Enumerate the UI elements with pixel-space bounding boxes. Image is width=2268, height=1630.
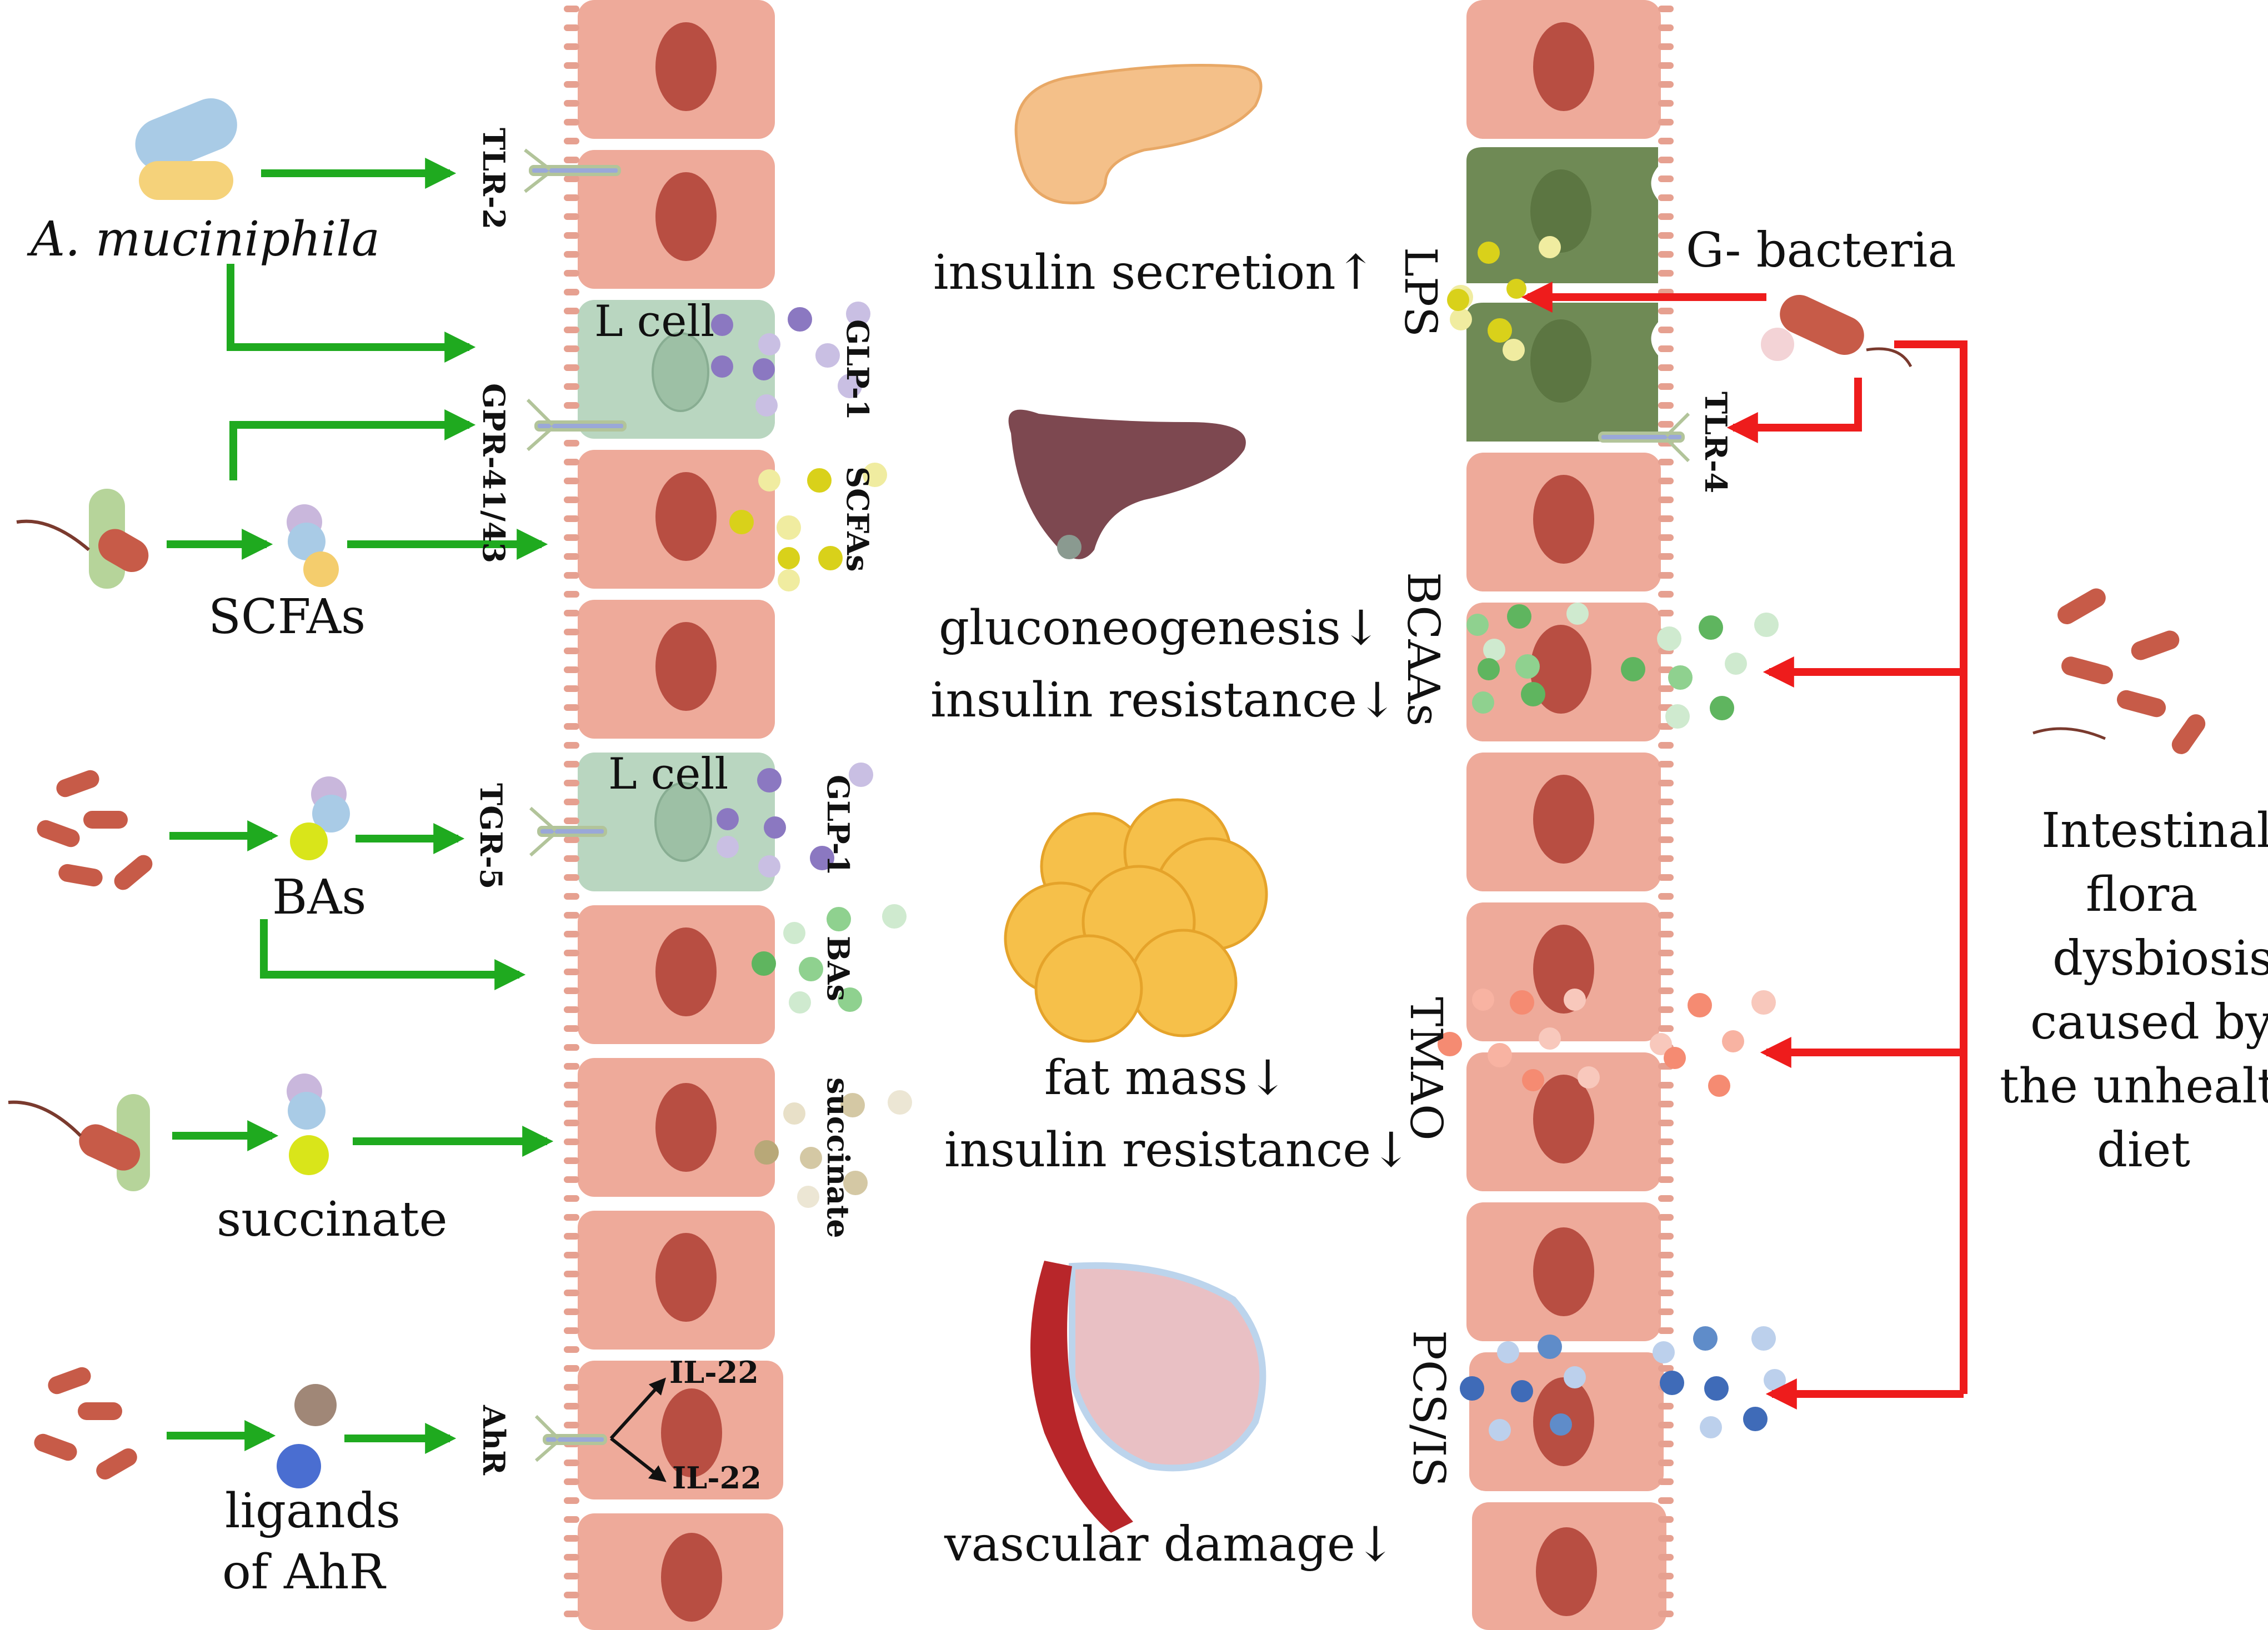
succinate-label: succinate bbox=[217, 1192, 447, 1247]
enterocyte-7 bbox=[578, 1211, 775, 1350]
ligands-label-line2: of AhR bbox=[222, 1544, 386, 1600]
succinate-molecule-icon bbox=[287, 1074, 329, 1175]
il22-arrows bbox=[609, 1377, 667, 1482]
enterocyte-r1 bbox=[1466, 0, 1661, 139]
insulin-secretion-text: insulin secretion↑ bbox=[933, 245, 1376, 300]
arrow-scfa-gpr bbox=[229, 409, 476, 480]
succinate-secreted-label: succinate bbox=[820, 1077, 856, 1238]
scfa-dots bbox=[729, 463, 887, 591]
pancreas-icon bbox=[1014, 64, 1263, 205]
akk-bacteria-icon bbox=[135, 98, 237, 200]
l-cell-mid: L cell bbox=[578, 749, 775, 891]
akk-label: A. muciniphila bbox=[27, 212, 380, 267]
gluconeogenesis-text: gluconeogenesis↓ bbox=[939, 600, 1381, 656]
bas-molecule-icon bbox=[290, 776, 350, 860]
g-bacteria-label: G- bacteria bbox=[1686, 223, 1956, 278]
enterocyte-3 bbox=[578, 450, 775, 589]
enterocyte-r6 bbox=[1466, 1052, 1661, 1191]
dysbiosis-text: Intestinal flora dysbiosis caused by the… bbox=[2000, 803, 2268, 1178]
arrow-bacteria-tlr4 bbox=[1726, 378, 1862, 443]
pcs-is-label: PCS/IS bbox=[1403, 1330, 1455, 1487]
enterocyte-r5 bbox=[1466, 902, 1661, 1041]
il22-label-a: IL-22 bbox=[669, 1355, 759, 1390]
green-arrows bbox=[167, 158, 554, 1454]
enterocyte-9 bbox=[578, 1513, 783, 1630]
tlr2-receptor-icon bbox=[524, 148, 621, 193]
dysbiosis-line-4: caused by bbox=[2030, 995, 2268, 1050]
dysbiosis-line-1: Intestinal bbox=[2041, 803, 2268, 859]
dysbiosis-bacteria-icon bbox=[2032, 588, 2206, 754]
succinate-dots bbox=[754, 1090, 912, 1208]
enterocyte-4 bbox=[578, 600, 775, 739]
scfas-secreted-label: SCFAs bbox=[840, 467, 875, 571]
glp1-label-top: GLP-1 bbox=[840, 319, 875, 420]
glp1-label-mid: GLP-1 bbox=[820, 775, 856, 876]
ahr-label: AhR bbox=[476, 1405, 512, 1476]
ahr-ligand-molecule-icon bbox=[277, 1384, 337, 1488]
scfa-molecule-icon bbox=[287, 504, 339, 587]
bacteria-group-bas bbox=[37, 770, 153, 890]
bacteria-group-ahr bbox=[34, 1367, 137, 1479]
bcaas-label: BCAAs bbox=[1398, 572, 1449, 726]
dysbiosis-line-5: the unhealthy bbox=[2000, 1059, 2268, 1114]
l-cell-label-top: L cell bbox=[594, 297, 714, 347]
fat-mass-text: fat mass↓ bbox=[1044, 1050, 1288, 1106]
enterocyte-r7 bbox=[1466, 1202, 1661, 1341]
enterocyte-r9 bbox=[1472, 1502, 1666, 1630]
ahr-receptor-icon bbox=[534, 1415, 607, 1462]
l-cell-top: L cell bbox=[578, 297, 775, 439]
goblet-cell-2 bbox=[1466, 303, 1658, 442]
enterocyte-2 bbox=[578, 150, 775, 289]
enterocyte-1 bbox=[578, 0, 775, 139]
insulin-resistance-text-2: insulin resistance↓ bbox=[944, 1122, 1411, 1178]
red-arrows bbox=[1521, 282, 1967, 1410]
tmao-dots bbox=[1438, 989, 1776, 1097]
receptor-icons bbox=[524, 148, 1690, 1462]
enterocyte-r4 bbox=[1466, 753, 1661, 891]
red-trunk bbox=[1894, 340, 1967, 1394]
glp1-dots-mid bbox=[717, 763, 873, 877]
bacteria-icon-scfa bbox=[16, 489, 149, 589]
tmao-label: TMAO bbox=[1400, 997, 1452, 1141]
l-cell-label-mid: L cell bbox=[608, 749, 728, 799]
dysbiosis-line-6: diet bbox=[2097, 1122, 2190, 1178]
enterocyte-5 bbox=[578, 905, 775, 1044]
pcs-is-dots bbox=[1460, 1326, 1786, 1441]
tlr4-receptor-icon bbox=[1598, 412, 1690, 463]
adipocytes-icon bbox=[1004, 798, 1268, 1043]
vascular-damage-text: vascular damage↓ bbox=[944, 1517, 1395, 1572]
enterocyte-6 bbox=[578, 1058, 775, 1197]
enterocyte-8 bbox=[578, 1361, 783, 1499]
bas-dots bbox=[752, 904, 907, 1014]
bas-label: BAs bbox=[272, 870, 366, 925]
enterocyte-r2 bbox=[1466, 453, 1661, 591]
liver-icon bbox=[1008, 409, 1246, 559]
bacteria-icon-succinate bbox=[8, 1094, 150, 1191]
left-epithelium: L cell L cell bbox=[564, 0, 783, 1630]
brush-border-left bbox=[564, 6, 579, 1617]
blood-vessel-icon bbox=[1030, 1261, 1266, 1533]
bas-secreted-label: BAs bbox=[820, 936, 856, 1001]
tgr5-receptor-icon bbox=[529, 806, 607, 857]
gpr-receptor-icon bbox=[526, 398, 627, 452]
tgr5-label: TGR-5 bbox=[473, 783, 509, 889]
arrow-bas-enterocyte bbox=[260, 919, 526, 990]
gpr-label: GPR-41/43 bbox=[476, 383, 512, 563]
insulin-resistance-text-1: insulin resistance↓ bbox=[930, 673, 1397, 728]
lps-label: LPS bbox=[1395, 247, 1446, 337]
goblet-cell-1 bbox=[1466, 147, 1658, 283]
ligands-label-line1: ligands bbox=[225, 1483, 400, 1539]
bcaa-dots bbox=[1466, 603, 1779, 729]
tlr2-label: TLR-2 bbox=[476, 128, 512, 229]
il22-label-b: IL-22 bbox=[672, 1460, 762, 1496]
g-bacteria-icon bbox=[1761, 294, 1912, 368]
scfas-label: SCFAs bbox=[208, 589, 366, 645]
arrow-akk-lcell bbox=[227, 264, 476, 363]
glp1-dots-top bbox=[711, 302, 870, 417]
tlr4-label: TLR-4 bbox=[1698, 392, 1734, 493]
dysbiosis-line-3: dysbiosis bbox=[2052, 931, 2268, 986]
dysbiosis-line-2: flora bbox=[2086, 867, 2198, 922]
enterocyte-r3 bbox=[1466, 603, 1661, 741]
